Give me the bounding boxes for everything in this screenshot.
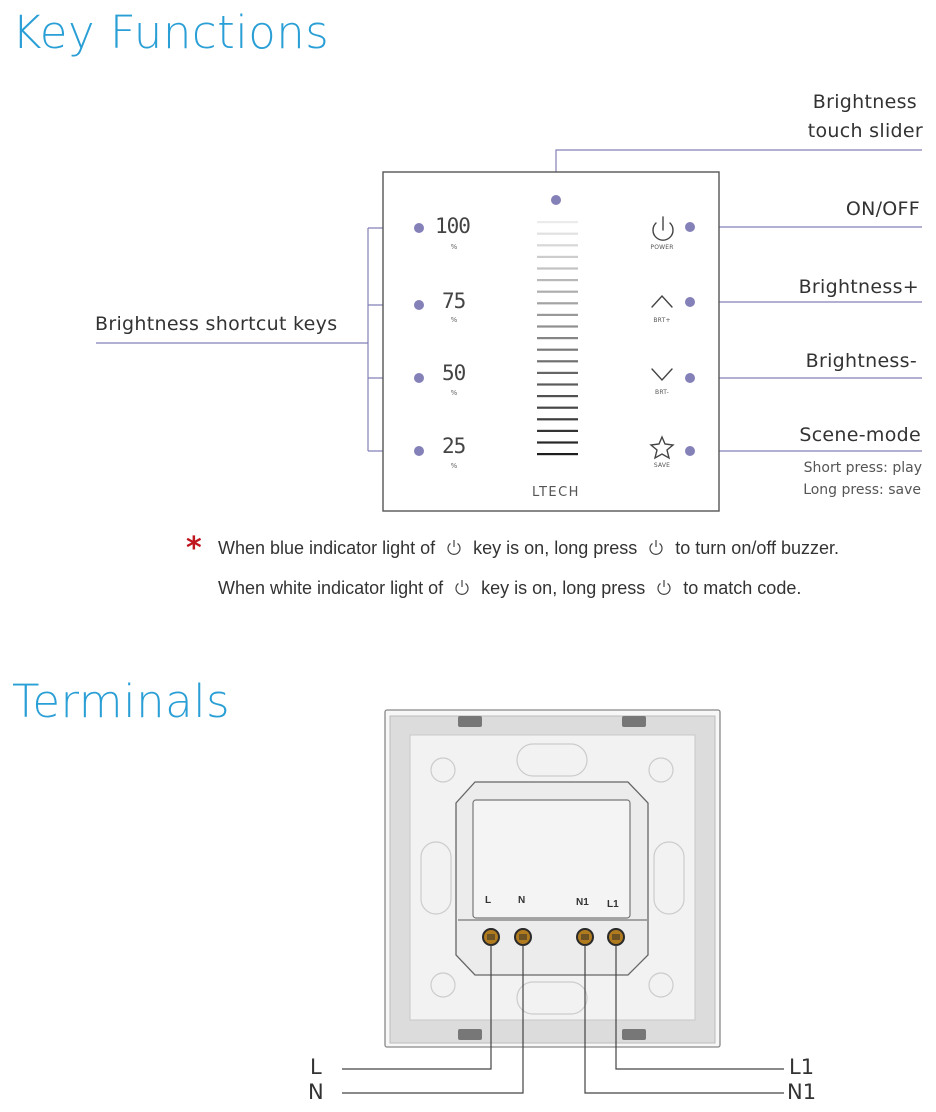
note-text: When blue indicator light of [218, 538, 436, 558]
slider-bar [537, 244, 578, 247]
key75-callout-dot [414, 300, 424, 310]
brtplus-label: Brightness+ [798, 276, 919, 298]
slider-bar [537, 348, 578, 351]
key-unit: % [450, 316, 458, 324]
note-text: key is on, long press [481, 578, 646, 598]
scene-short-press: Short press: play [803, 460, 922, 476]
key-unit: % [450, 243, 458, 251]
save-key-label: SAVE [653, 462, 671, 469]
slider-label-line1: Brightness [812, 91, 917, 113]
key-100[interactable]: 100 [435, 214, 475, 238]
wire-L [342, 945, 492, 1070]
callout-lines [96, 149, 922, 512]
scene-callout-dot [685, 446, 695, 456]
scene-label: Scene-mode [799, 424, 921, 446]
slider-bar [537, 371, 578, 374]
wire-N1 [584, 945, 784, 1094]
key-25[interactable]: 25 [442, 434, 482, 458]
slider-bar [537, 395, 578, 398]
slider-bar [537, 221, 578, 224]
key-value: 25 [442, 434, 466, 458]
slider-bar [537, 255, 578, 258]
wire-N [342, 945, 524, 1094]
note-text: When white indicator light of [218, 578, 444, 598]
key-unit: % [450, 389, 458, 397]
slider-bar [537, 453, 578, 456]
wire-label-N1: N1 [787, 1080, 817, 1104]
slider-bar [537, 290, 578, 293]
wire-label-N: N [308, 1080, 324, 1104]
slider-bar [537, 383, 578, 386]
brtplus-key-label: BRT+ [653, 317, 671, 324]
slider-bar [537, 337, 578, 340]
brtminus-key-label: BRT- [655, 389, 669, 396]
brtplus-callout-dot [685, 297, 695, 307]
slider-bar [537, 429, 578, 432]
slider-bar [537, 302, 578, 305]
wire-label-L: L [310, 1055, 322, 1079]
terminal-label-N: N [518, 895, 526, 906]
power-key-label: POWER [650, 244, 674, 251]
key50-callout-dot [414, 373, 424, 383]
power-icon[interactable] [652, 216, 674, 241]
note-line-2: When white indicator light of key is on,… [218, 578, 801, 599]
slider-bar [537, 267, 578, 270]
scene-long-press: Long press: save [803, 482, 921, 498]
wire-L1 [615, 945, 784, 1070]
terminals-title: Terminals [12, 675, 231, 728]
power-icon [447, 540, 461, 555]
terminal-label-L: L [485, 895, 492, 906]
key-functions-title: Key Functions [12, 6, 330, 59]
slider-bar [537, 325, 578, 328]
wire-label-L1: L1 [789, 1055, 815, 1079]
terminal-screws [482, 928, 625, 946]
brightness-slider[interactable] [537, 221, 578, 456]
brtminus-callout-dot [685, 373, 695, 383]
note-text: key is on, long press [473, 538, 638, 558]
slider-bar [537, 360, 578, 363]
note-text: to turn on/off buzzer. [675, 538, 840, 558]
onoff-label: ON/OFF [845, 198, 920, 220]
slider-callout-dot [551, 195, 561, 205]
key25-callout-dot [414, 446, 424, 456]
slider-bar [537, 441, 578, 444]
slider-bar [537, 279, 578, 282]
asterisk-mark: * [186, 531, 202, 566]
slider-bar [537, 313, 578, 316]
brtminus-label: Brightness- [805, 350, 917, 372]
key-value: 50 [442, 361, 466, 385]
terminal-label-L1: L1 [607, 899, 619, 910]
power-icon [455, 580, 469, 595]
power-icon [657, 580, 671, 595]
onoff-callout-dot [685, 222, 695, 232]
slider-label-line2: touch slider [807, 120, 923, 142]
key-value: 75 [442, 289, 466, 313]
key100-callout-dot [414, 223, 424, 233]
note-line-1: When blue indicator light of key is on, … [218, 538, 839, 559]
key-unit: % [450, 462, 458, 470]
chevron-up-icon[interactable] [651, 294, 673, 308]
key-50[interactable]: 50 [442, 361, 482, 385]
chevron-down-icon[interactable] [651, 368, 673, 382]
shortcut-keys-label: Brightness shortcut keys [95, 313, 338, 335]
slider-bar [537, 418, 578, 421]
brand-logo: LTECH [532, 485, 580, 500]
slider-bar [537, 232, 578, 235]
power-icon [649, 540, 663, 555]
terminal-label-N1: N1 [576, 897, 589, 908]
star-icon[interactable] [649, 435, 675, 460]
note-text: to match code. [683, 578, 802, 598]
key-75[interactable]: 75 [442, 289, 482, 313]
key-value: 100 [435, 214, 471, 238]
slider-bar [537, 406, 578, 409]
